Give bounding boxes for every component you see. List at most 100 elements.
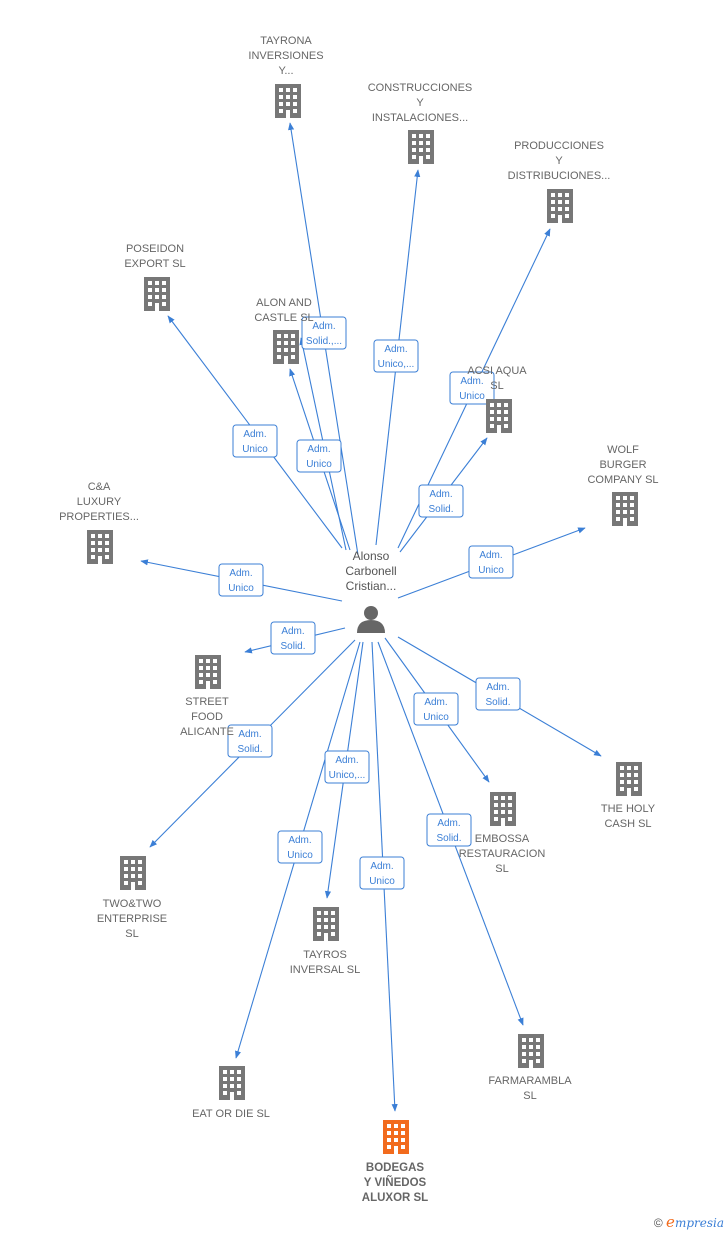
company-node-eat[interactable]: EAT OR DIE SL [192,1066,270,1120]
relation-label-eat[interactable]: Adm. Unico [277,830,323,864]
building-icon [547,189,573,223]
building-icon [490,792,516,826]
relation-box [232,424,278,458]
relation-text: Adm. [384,344,407,355]
company-label: ALUXOR SL [362,1192,428,1204]
relation-label-cya[interactable]: Adm.Unico [218,563,264,597]
building-icon [275,84,301,118]
relation-box [468,545,514,579]
relation-label-tayros[interactable]: Adm. Unico,... [324,750,370,784]
relation-text: Unico [242,444,268,455]
building-icon [313,907,339,941]
person-node[interactable]: AlonsoCarbonellCristian... [345,549,397,633]
relation-text: Adm. [307,444,330,455]
relation-label-producciones[interactable]: Adm.Unico [449,371,495,405]
building-icon [612,492,638,526]
relation-box [296,439,342,473]
company-label: ACSI AQUA [467,365,527,377]
relation-text: Adm. [479,550,502,561]
company-node-producciones[interactable]: PRODUCCIONES Y DISTRIBUCIONES... [508,140,611,223]
company-label: EAT OR DIE SL [192,1108,270,1120]
relation-text: Unico,... [329,770,366,781]
relation-text: Adm. [437,818,460,829]
brand-watermark: © empresia [654,1213,724,1231]
relation-box [277,830,323,864]
company-label: DISTRIBUCIONES... [508,170,611,182]
relation-box [475,677,521,711]
building-icon [273,330,299,364]
company-label: SL [490,380,503,392]
company-label: SL [125,928,138,940]
company-node-acsi[interactable]: ACSI AQUA SL [467,365,527,433]
relation-label-twotwo[interactable]: Adm.Solid. [227,724,273,758]
company-label: Y... [278,65,293,77]
relation-text: Adm. [312,321,335,332]
relation-text: Unico [478,565,504,576]
relation-label-poseidon[interactable]: Adm.Unico [232,424,278,458]
company-node-poseidon[interactable]: POSEIDON EXPORT SL [124,243,186,311]
relation-label-street[interactable]: Adm.Solid. [270,621,316,655]
company-node-tayrona[interactable]: TAYRONA INVERSIONES Y... [248,35,324,118]
relation-label-holy[interactable]: Adm.Solid. [475,677,521,711]
relation-text: Solid. [436,833,461,844]
relation-text: Adm. [424,697,447,708]
company-label: THE HOLY [601,803,656,815]
relation-label-bodegas[interactable]: Adm.Unico [359,856,405,890]
company-node-construcciones[interactable]: CONSTRUCCIONESYINSTALACIONES... [368,82,473,164]
person-icon [357,606,385,633]
relation-box [301,316,347,350]
relation-box [426,813,472,847]
company-label: FOOD [191,711,223,723]
relation-box [218,563,264,597]
relation-text: Adm. [229,568,252,579]
relation-text: Solid.,... [306,336,342,347]
company-label: ALON AND [256,297,312,309]
relation-label-embossa[interactable]: Adm.Unico [413,692,459,726]
relation-box [418,484,464,518]
brand-initial: e [666,1213,675,1231]
relation-label-alon[interactable]: Adm. Unico [296,439,342,473]
relation-text: Solid. [237,744,262,755]
building-icon [486,399,512,433]
building-icon [120,856,146,890]
company-node-holy[interactable]: THE HOLY CASH SL [601,762,656,830]
person-label: Carbonell [345,564,396,578]
company-label: POSEIDON [126,243,184,255]
relation-label-farma[interactable]: Adm. Solid. [426,813,472,847]
relation-text: Adm. [335,755,358,766]
building-icon [144,277,170,311]
relation-text: Adm. [460,376,483,387]
relation-label-construcciones[interactable]: Adm. Unico,... [373,339,419,373]
relation-text: Unico [287,850,313,861]
company-label: ENTERPRISE [97,913,167,925]
company-node-cya[interactable]: C&ALUXURYPROPERTIES... [59,481,139,564]
relation-label-wolf[interactable]: Adm. Unico [468,545,514,579]
company-label: INVERSIONES [248,50,323,62]
company-label: EXPORT SL [124,258,185,270]
company-label: BURGER [599,459,646,471]
company-label: WOLF [607,444,639,456]
company-label: TAYRONA [260,35,312,47]
company-label: CASH SL [604,818,651,830]
relation-text: Unico [306,459,332,470]
relation-label-acsi[interactable]: Adm.Solid. [418,484,464,518]
relation-text: Adm. [288,835,311,846]
company-label: CONSTRUCCIONES [368,82,473,94]
relation-text: Unico,... [378,359,415,370]
building-icon [219,1066,245,1100]
company-label: SL [523,1090,536,1102]
person-label: Alonso [353,549,390,563]
relation-label-alon[interactable]: Adm. Solid.,... [301,316,347,350]
building-icon [195,655,221,689]
company-label: Y [555,155,563,167]
company-label: PRODUCCIONES [514,140,604,152]
